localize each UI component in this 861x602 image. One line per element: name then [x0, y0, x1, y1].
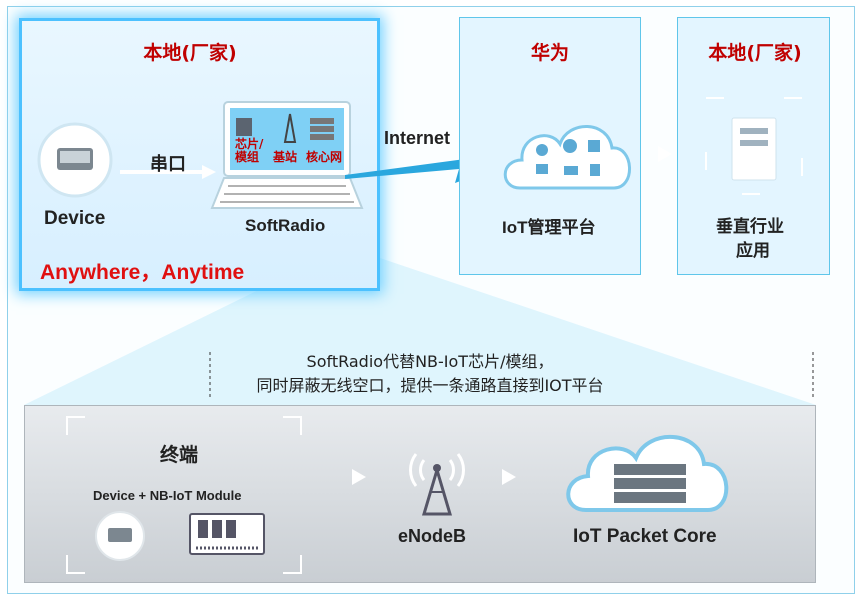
terminal-device-icon — [95, 511, 145, 561]
local-panel-title: 本地(厂家) — [143, 42, 237, 64]
enodeb-to-core-arrow — [502, 469, 516, 485]
screen-item-basestation: 基站 — [273, 150, 298, 164]
internet-label: Internet — [384, 128, 451, 148]
laptop-icon — [210, 101, 364, 209]
iot-core-cloud-icon — [566, 434, 729, 512]
softradio-label: SoftRadio — [245, 216, 326, 235]
app-label-line1: 垂直行业 — [716, 217, 784, 236]
enodeb-tower-icon — [409, 453, 465, 516]
terminal-title: 终端 — [160, 445, 199, 466]
terminal-corner-brackets — [66, 416, 302, 574]
cloud-platform-icon — [503, 125, 631, 190]
nbiot-module-icon — [189, 513, 265, 555]
iot-packet-core-label: IoT Packet Core — [573, 526, 717, 547]
platform-to-app-arrow — [658, 146, 672, 162]
description-line2: 同时屏蔽无线空口，提供一条通路直接到IOT平台 — [256, 376, 604, 395]
screen-item-core-network: 核心网 — [306, 150, 343, 164]
app-panel-title: 本地(厂家) — [708, 42, 802, 64]
tagline: Anywhere，Anytime — [40, 261, 245, 284]
description-line1: SoftRadio代替NB-IoT芯片/模组， — [306, 352, 554, 371]
application-icon — [705, 97, 803, 195]
terminal-to-enodeb-arrow — [352, 469, 366, 485]
device-label: Device — [44, 208, 106, 229]
device-icon — [37, 122, 113, 198]
terminal-subtitle: Device + NB-IoT Module — [93, 488, 242, 503]
app-label-line2: 应用 — [736, 241, 770, 260]
huawei-panel-title: 华为 — [530, 42, 569, 64]
screen-item-chip: 芯片/模组 — [235, 137, 264, 164]
serial-port-label: 串口 — [150, 154, 186, 174]
serial-arrow — [120, 165, 216, 179]
enodeb-label: eNodeB — [398, 526, 467, 546]
iot-platform-label: IoT管理平台 — [502, 218, 596, 237]
